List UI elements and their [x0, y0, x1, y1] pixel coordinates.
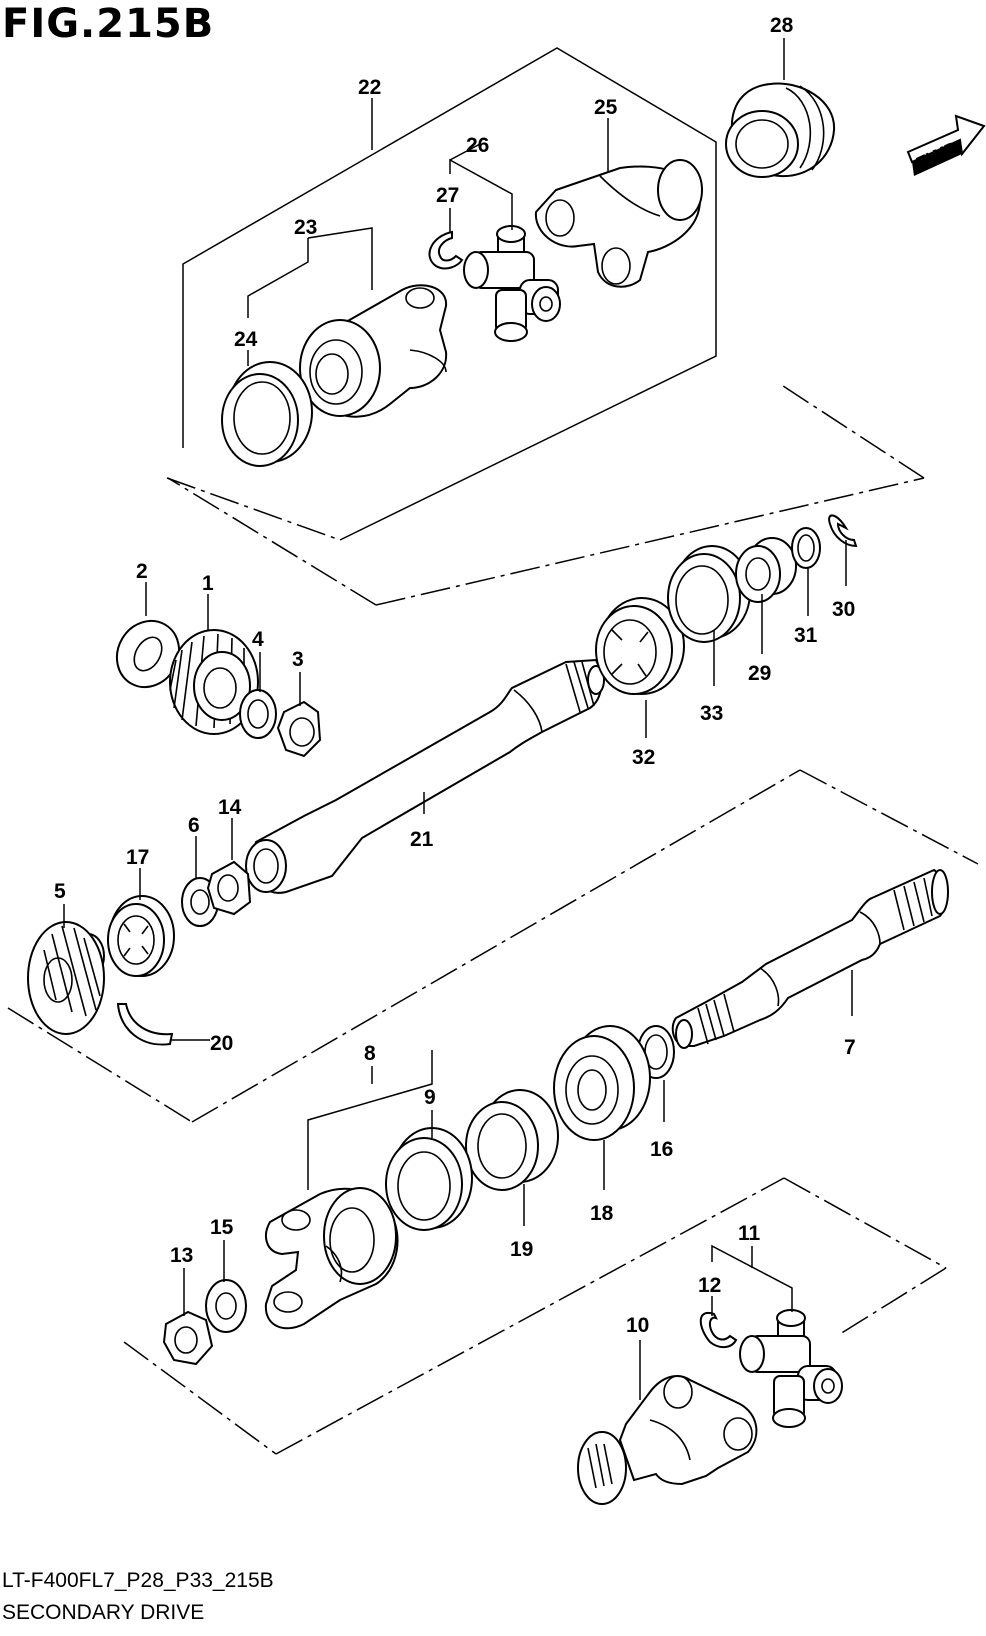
- callout-18: 18: [590, 1202, 614, 1225]
- callout-1: 1: [202, 572, 214, 595]
- callout-25: 25: [594, 96, 618, 119]
- part-17-bearing: [107, 895, 175, 977]
- part-26-universal-joint: [463, 225, 561, 342]
- part-7-output-shaft: [671, 868, 949, 1049]
- callout-31: 31: [794, 624, 818, 647]
- callout-27: 27: [436, 184, 459, 207]
- part-27-circlip: [428, 230, 464, 270]
- figure-caption: SECONDARY DRIVE: [2, 1601, 205, 1624]
- callout-4: 4: [252, 628, 264, 651]
- part-21-drive-shaft: [245, 658, 605, 894]
- part-10-yoke: [577, 1375, 758, 1505]
- callout-7: 7: [844, 1036, 856, 1059]
- callout-6: 6: [188, 814, 200, 837]
- part-11-universal-joint: [739, 1309, 843, 1428]
- part-25-yoke: [534, 159, 703, 288]
- figure-code: LT-F400FL7_P28_P33_215B: [2, 1569, 274, 1592]
- callout-5: 5: [54, 880, 66, 903]
- callout-20: 20: [210, 1032, 233, 1055]
- callout-21: 21: [410, 828, 434, 851]
- callout-30: 30: [832, 598, 855, 621]
- callout-numbers: 1 2 3 4 5 6 7 8 9 10 11 12 13 14 15 16 1…: [54, 14, 856, 1337]
- assembly-lower-boundary: [7, 769, 979, 1455]
- part-29-spacer: [735, 537, 797, 603]
- part-14-nut: [206, 860, 252, 916]
- part-18-bearing: [553, 1025, 651, 1141]
- part-23-yoke: [299, 284, 448, 418]
- fwd-arrow-icon: FWD: [906, 114, 986, 176]
- part-19-sleeve: [465, 1089, 559, 1191]
- part-4-washer: [239, 689, 277, 739]
- callout-12: 12: [698, 1274, 721, 1297]
- part-31-ring: [791, 527, 821, 569]
- part-12-circlip: [699, 1311, 738, 1348]
- part-33-seal: [667, 545, 751, 643]
- part-15-washer: [205, 1279, 247, 1333]
- callout-17: 17: [126, 846, 149, 869]
- callout-23: 23: [294, 216, 317, 239]
- callout-32: 32: [632, 746, 655, 769]
- callout-22: 22: [358, 76, 381, 99]
- part-30-circlip: [828, 514, 858, 548]
- callout-33: 33: [700, 702, 723, 725]
- part-2-washer: [115, 619, 181, 689]
- callout-19: 19: [510, 1238, 533, 1261]
- part-5-ring-gear: [27, 921, 105, 1035]
- callout-10: 10: [626, 1314, 649, 1337]
- leader-lines: [63, 38, 853, 1400]
- part-28-boot: [725, 82, 836, 178]
- part-9-seal: [385, 1127, 473, 1231]
- callout-3: 3: [292, 648, 304, 671]
- callout-8: 8: [364, 1042, 376, 1065]
- callout-29: 29: [748, 662, 771, 685]
- callout-2: 2: [136, 560, 148, 583]
- callout-14: 14: [218, 796, 242, 819]
- fig-title: FIG.215B: [2, 1, 215, 47]
- callout-15: 15: [210, 1216, 234, 1239]
- part-3-nut: [276, 700, 322, 758]
- part-24-seal-ring: [221, 361, 313, 467]
- callout-11: 11: [738, 1222, 761, 1245]
- part-13-nut: [162, 1310, 214, 1366]
- part-8-yoke: [264, 1187, 399, 1330]
- callout-26: 26: [466, 134, 489, 157]
- part-1-bevel-gear: [169, 629, 259, 735]
- part-20-clip: [116, 1003, 174, 1046]
- callout-13: 13: [170, 1244, 193, 1267]
- callout-9: 9: [424, 1086, 436, 1109]
- assembly-22-boundary: [166, 47, 925, 606]
- part-32-bearing: [595, 597, 685, 695]
- callout-28: 28: [770, 14, 794, 37]
- callout-16: 16: [650, 1138, 673, 1161]
- callout-24: 24: [234, 328, 258, 351]
